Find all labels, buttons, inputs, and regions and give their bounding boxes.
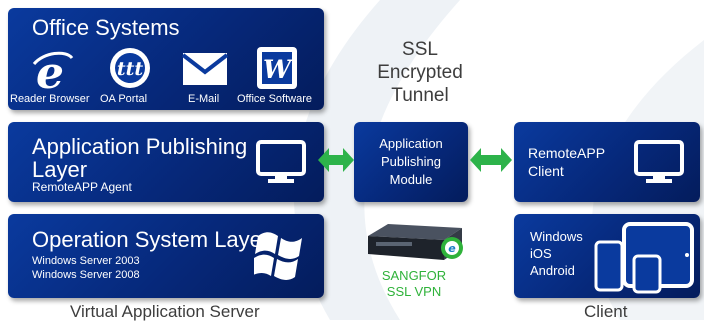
- ssl-tunnel-label: SSL Encrypted Tunnel: [360, 38, 480, 107]
- client-os-list: Windows iOS Android: [530, 228, 583, 279]
- module-label: Application Publishing Module: [354, 135, 468, 189]
- e-mail-label: E-Mail: [188, 93, 220, 105]
- windows-server-2003-label: Windows Server 2003: [32, 255, 140, 267]
- monitor-icon-client: [634, 140, 684, 183]
- monitor-icon: [256, 140, 306, 183]
- application-publishing-layer-box: Application Publishing Layer RemoteAPP A…: [8, 122, 324, 202]
- client-app-line-1: RemoteAPP: [528, 145, 606, 161]
- word-document-icon: W: [257, 47, 297, 89]
- mobile-devices-icon: [594, 222, 694, 294]
- module-line-1: Application: [379, 136, 443, 151]
- office-systems-title: Office Systems: [32, 15, 180, 40]
- sangfor-appliance-icon: e: [368, 224, 463, 260]
- sangfor-label: SANGFOR SSL VPN: [354, 268, 474, 300]
- tunnel-line-1: SSL: [402, 39, 438, 60]
- windows-logo-icon: [254, 232, 302, 280]
- double-arrow-icon-left: [318, 148, 354, 172]
- double-arrow-icon-right: [470, 148, 512, 172]
- office-software-label: Office Software: [237, 93, 312, 105]
- client-app-label: RemoteAPP Client: [528, 144, 605, 180]
- virtual-application-server-caption: Virtual Application Server: [70, 302, 260, 321]
- publishing-title-line-1: Application Publishing: [32, 134, 248, 159]
- svg-text:ttt: ttt: [117, 58, 144, 80]
- sangfor-line-1: SANGFOR: [381, 268, 447, 283]
- svg-text:W: W: [263, 55, 294, 84]
- client-os-android: Android: [530, 263, 575, 278]
- tunnel-line-2: Encrypted: [377, 62, 463, 83]
- module-line-3: Module: [389, 172, 433, 187]
- operation-system-layer-box: Operation System Layer Windows Server 20…: [8, 214, 324, 298]
- internet-explorer-icon: e: [32, 50, 74, 92]
- svg-text:e: e: [36, 50, 64, 92]
- client-os-ios: iOS: [530, 246, 552, 261]
- remoteapp-client-box: RemoteAPP Client: [514, 122, 700, 202]
- application-publishing-module-box: Application Publishing Module: [354, 122, 468, 202]
- sangfor-line-2: SSL VPN: [386, 284, 442, 299]
- client-os-box: Windows iOS Android: [514, 214, 700, 298]
- publishing-title-line-2: Layer: [32, 157, 88, 182]
- remoteapp-agent-label: RemoteAPP Agent: [32, 180, 132, 194]
- client-os-windows: Windows: [530, 229, 583, 244]
- svg-text:e: e: [448, 242, 456, 255]
- module-line-2: Publishing: [381, 154, 441, 169]
- windows-server-2008-label: Windows Server 2008: [32, 269, 140, 281]
- envelope-icon: [182, 53, 228, 85]
- reader-browser-label: Reader Browser: [10, 93, 90, 105]
- client-app-line-2: Client: [528, 163, 564, 179]
- oa-portal-icon: ttt: [110, 48, 150, 88]
- tunnel-line-3: Tunnel: [391, 85, 449, 106]
- office-systems-box: Office Systems e Reader Browser ttt OA P…: [8, 8, 324, 110]
- os-layer-title: Operation System Layer: [32, 227, 270, 252]
- client-caption: Client: [584, 302, 628, 321]
- oa-portal-label: OA Portal: [100, 93, 148, 105]
